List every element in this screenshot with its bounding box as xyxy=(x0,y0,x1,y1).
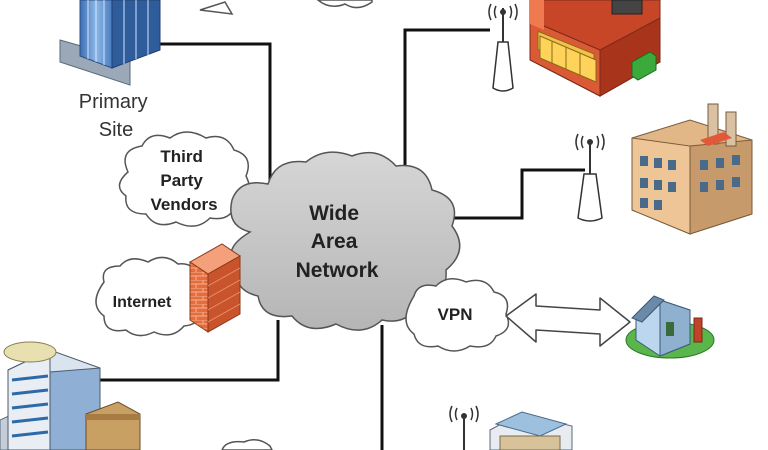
top-cloud-fragment xyxy=(316,0,373,9)
house-icon xyxy=(625,295,715,359)
primary-site-label: Primary Site xyxy=(79,91,153,141)
svg-text:Wide Area Network: Wide Area Network xyxy=(296,202,379,282)
third-party-line2: Party xyxy=(160,171,203,190)
wan-line1: Wide xyxy=(309,202,359,225)
wan-line3: Network xyxy=(296,259,379,282)
antenna-icon xyxy=(449,405,479,450)
wan-line2: Area xyxy=(311,230,358,253)
antenna-icon xyxy=(488,3,518,92)
internet-cloud: Internet xyxy=(95,256,206,337)
third-party-vendors-cloud: Third Party Vendors xyxy=(118,131,251,227)
link-office-tower xyxy=(100,320,280,382)
link-store xyxy=(403,28,490,190)
third-party-line3: Vendors xyxy=(150,195,217,214)
link-factory xyxy=(430,168,585,220)
branch-office-icon xyxy=(489,411,573,450)
internet-label: Internet xyxy=(113,294,172,311)
vpn-double-arrow xyxy=(505,293,631,347)
vpn-cloud: VPN xyxy=(405,278,510,352)
vpn-label: VPN xyxy=(438,305,473,324)
office-tower-icon xyxy=(0,341,141,450)
store-building-icon xyxy=(529,0,661,97)
bottom-cloud-fragment xyxy=(221,439,273,450)
link-lines xyxy=(100,28,585,450)
primary-site-building-icon xyxy=(59,0,234,86)
firewall-icon xyxy=(189,243,241,333)
third-party-line1: Third xyxy=(160,147,203,166)
svg-text:Third Party Vendor: Third Party Vendors xyxy=(150,147,217,214)
link-primary-site xyxy=(140,42,272,190)
factory-building-icon xyxy=(631,103,753,235)
wide-area-network-cloud: Wide Area Network xyxy=(230,151,461,331)
antenna-icon xyxy=(575,133,605,222)
